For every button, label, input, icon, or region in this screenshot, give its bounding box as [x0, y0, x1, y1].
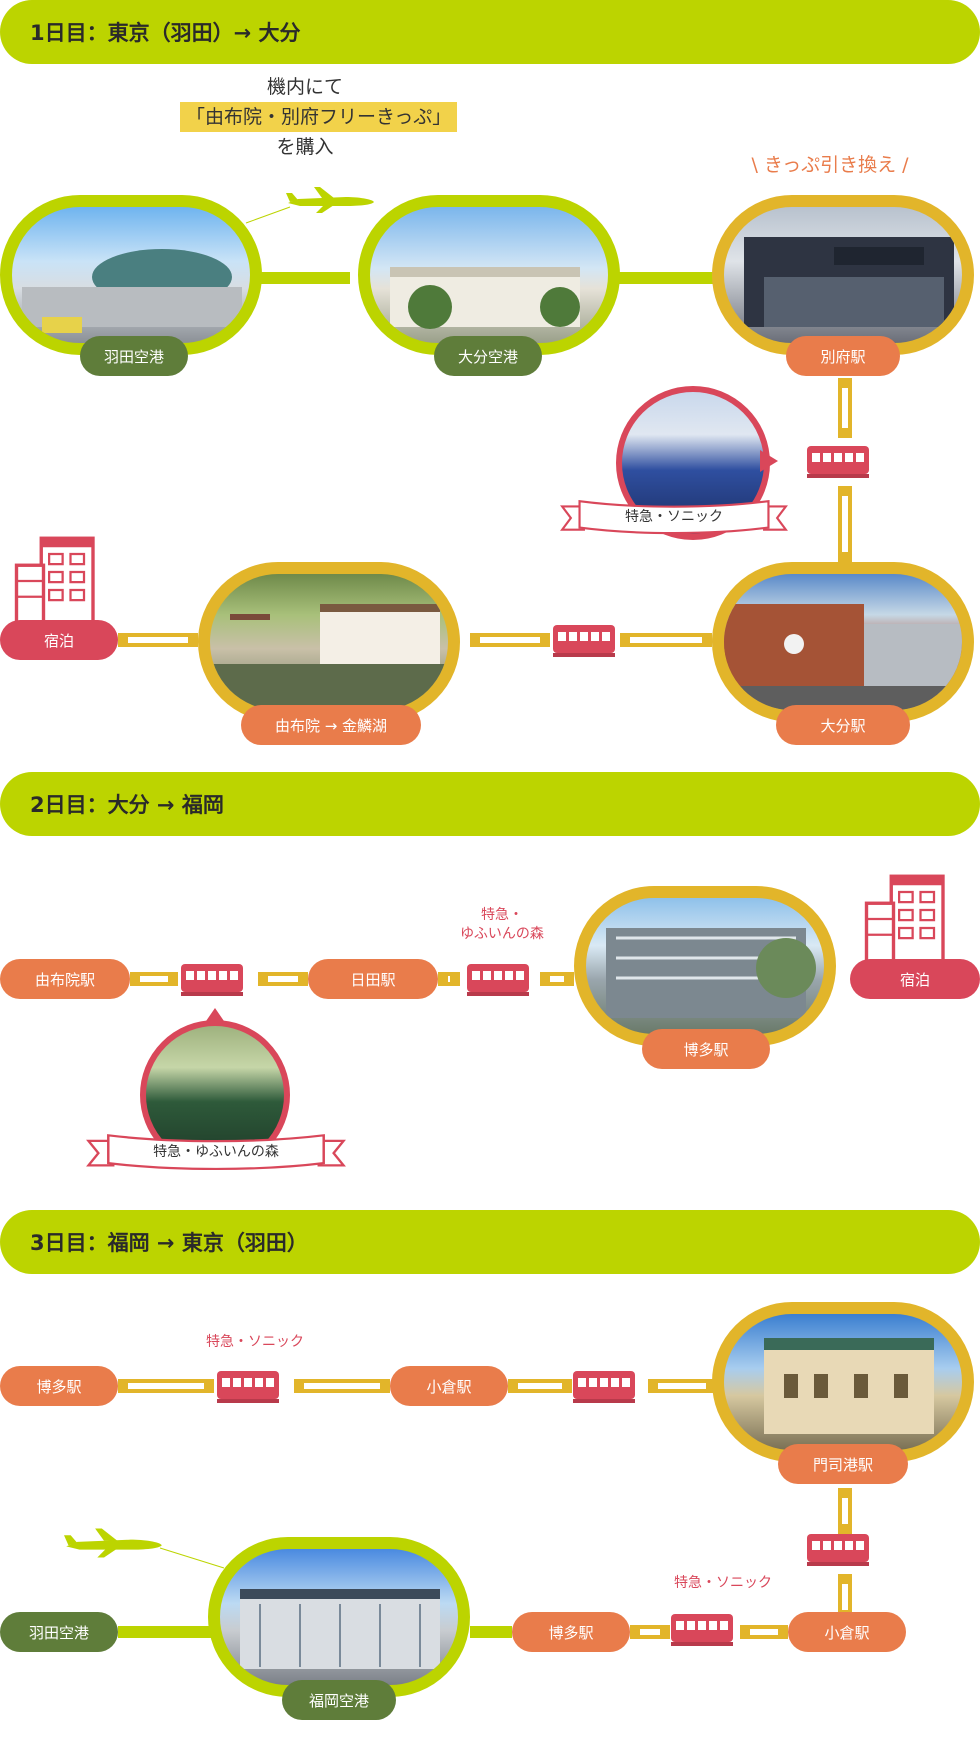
train-icon — [671, 1614, 733, 1646]
day1-banner: 1日目：東京（羽田）→ 大分 — [0, 0, 980, 64]
oita-station-label: 大分駅 — [776, 705, 910, 745]
route-line — [630, 1625, 670, 1639]
route-line — [838, 1488, 852, 1534]
train-icon — [807, 1534, 869, 1566]
haneda-airport-label-day3: 羽田空港 — [0, 1612, 118, 1652]
route-line — [610, 272, 720, 284]
yufuinnomori-label: 特急・ ゆふいんの森 — [442, 906, 562, 944]
day3-banner: 3日目：福岡 → 東京（羽田） — [0, 1210, 980, 1274]
sonic-train-name: 特急・ソニック — [625, 509, 723, 525]
train-icon — [807, 446, 869, 478]
hakata-station-label-2: 博多駅 — [512, 1612, 630, 1652]
day2-title: 2日目：大分 → 福岡 — [30, 793, 224, 817]
oita-airport-photo — [358, 195, 620, 355]
pointer-arrow — [760, 450, 778, 472]
yufuinnomori-label-line2: ゆふいんの森 — [460, 926, 544, 942]
route-line — [740, 1625, 788, 1639]
hakata-station-label-day3: 博多駅 — [0, 1366, 118, 1406]
haneda-airport-photo — [0, 195, 262, 355]
train-icon — [467, 964, 529, 996]
yufuinnomori-train-name: 特急・ゆふいんの森 — [153, 1144, 279, 1160]
yufuin-label: 由布院 → 金鱗湖 — [241, 705, 421, 745]
purchase-note-line3: を購入 — [276, 136, 334, 158]
sonic-label-top: 特急・ソニック — [206, 1334, 304, 1350]
route-line — [258, 972, 308, 986]
purchase-note: 機内にて 「由布院・別府フリーきっぷ」 を購入 — [180, 72, 458, 162]
route-line — [470, 1626, 512, 1638]
route-line — [118, 1626, 214, 1638]
day3-title: 3日目：福岡 → 東京（羽田） — [30, 1231, 308, 1255]
mojiko-station-label: 門司港駅 — [778, 1444, 908, 1484]
fukuoka-airport-label: 福岡空港 — [282, 1680, 396, 1720]
oita-airport-label: 大分空港 — [434, 336, 542, 376]
day1-title: 1日目：東京（羽田）→ 大分 — [30, 21, 301, 45]
yufuin-photo — [198, 562, 460, 722]
airplane-icon — [245, 187, 374, 224]
stay-label-day2: 宿泊 — [850, 959, 980, 999]
hotel-icon — [864, 874, 945, 964]
yufuinnomori-label-line1: 特急・ — [481, 907, 523, 923]
route-line — [240, 272, 350, 284]
route-line — [648, 1379, 716, 1393]
route-line — [540, 972, 574, 986]
train-icon — [573, 1371, 635, 1403]
train-icon — [553, 625, 615, 657]
beppu-station-photo — [712, 195, 974, 355]
oita-station-photo — [712, 562, 974, 722]
train-icon — [181, 964, 243, 996]
stay-label: 宿泊 — [0, 620, 118, 660]
hakata-station-photo — [574, 886, 836, 1046]
purchase-note-line2: 「由布院・別府フリーきっぷ」 — [180, 102, 458, 132]
route-line — [620, 633, 712, 647]
fukuoka-airport-photo — [208, 1537, 470, 1697]
yufuin-station-label: 由布院駅 — [0, 959, 130, 999]
route-line — [438, 972, 460, 986]
haneda-airport-label: 羽田空港 — [80, 336, 188, 376]
hotel-icon — [14, 536, 95, 626]
train-icon — [217, 1371, 279, 1403]
mojiko-station-photo — [712, 1302, 974, 1462]
hita-station-label: 日田駅 — [308, 959, 438, 999]
airplane-icon — [64, 1528, 225, 1569]
route-line — [508, 1379, 572, 1393]
kokura-station-label-2: 小倉駅 — [788, 1612, 906, 1652]
beppu-station-label: 別府駅 — [786, 336, 900, 376]
hakata-station-label: 博多駅 — [642, 1029, 770, 1069]
ticket-exchange-note: \ きっぷ引き換え / — [751, 154, 909, 176]
route-line — [294, 1379, 390, 1393]
route-line — [838, 1574, 852, 1620]
route-line — [838, 486, 852, 562]
route-line — [118, 633, 198, 647]
day2-banner: 2日目：大分 → 福岡 — [0, 772, 980, 836]
purchase-note-line1: 機内にて — [266, 76, 343, 98]
route-line — [838, 378, 852, 438]
kokura-station-label: 小倉駅 — [390, 1366, 508, 1406]
route-line — [118, 1379, 214, 1393]
route-line — [470, 633, 550, 647]
sonic-label-bottom: 特急・ソニック — [674, 1575, 772, 1591]
route-line — [130, 972, 178, 986]
